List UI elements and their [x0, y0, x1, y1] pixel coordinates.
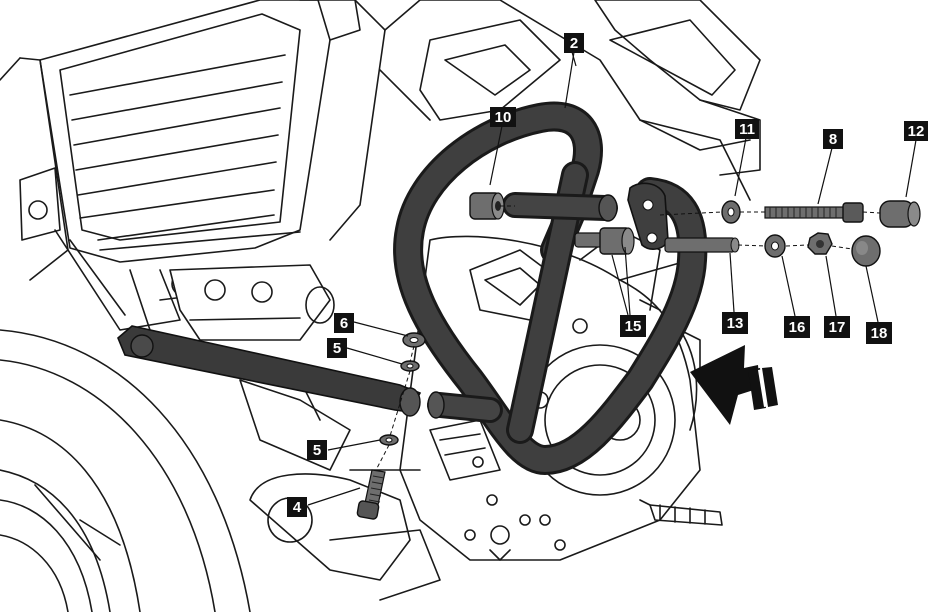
footpeg — [639, 499, 723, 526]
washer-5-upper — [400, 360, 420, 372]
cylinder-parts — [169, 264, 441, 601]
callout-17: 17 — [824, 316, 850, 338]
svg-text:15: 15 — [625, 318, 642, 335]
crash-bar-parts — [117, 101, 921, 520]
callout-11: 11 — [735, 119, 759, 139]
svg-text:5: 5 — [313, 442, 321, 459]
callout-16: 16 — [784, 316, 810, 338]
callout-12: 12 — [904, 121, 928, 141]
callout-labels: 2 10 11 8 12 6 5 5 — [287, 33, 928, 517]
svg-text:13: 13 — [727, 315, 744, 332]
washer-16 — [764, 234, 786, 258]
washer-5-lower — [379, 434, 399, 446]
spacer-15 — [574, 227, 635, 255]
spacer-13 — [664, 237, 740, 253]
callout-5-lower: 5 — [307, 440, 327, 460]
nut-17 — [807, 232, 833, 255]
svg-text:8: 8 — [829, 131, 837, 148]
cap-18 — [851, 235, 881, 267]
callout-13: 13 — [722, 312, 748, 334]
spacer-10 — [469, 192, 505, 220]
svg-text:6: 6 — [340, 315, 348, 332]
svg-text:5: 5 — [333, 340, 341, 357]
svg-text:2: 2 — [570, 35, 578, 52]
leader-lines — [307, 51, 917, 506]
callout-2: 2 — [564, 33, 584, 53]
cap-12 — [879, 200, 921, 228]
radiator-fairing — [0, 0, 421, 281]
svg-text:12: 12 — [908, 123, 925, 140]
motorcycle-lineart — [0, 0, 761, 612]
washer-11 — [721, 200, 741, 224]
callout-18: 18 — [866, 322, 892, 344]
direction-arrow-icon — [690, 345, 778, 425]
svg-text:17: 17 — [829, 319, 846, 336]
callout-10: 10 — [490, 107, 516, 127]
callout-4: 4 — [287, 497, 307, 517]
callout-15: 15 — [620, 315, 646, 337]
svg-text:10: 10 — [495, 109, 512, 126]
svg-text:11: 11 — [739, 121, 755, 138]
callout-5-upper: 5 — [327, 338, 347, 358]
bolt-4 — [356, 469, 386, 520]
callout-8: 8 — [823, 129, 843, 149]
svg-text:16: 16 — [789, 319, 806, 336]
svg-text:4: 4 — [293, 499, 302, 516]
assembly-guides — [375, 205, 881, 471]
bolt-8 — [764, 202, 864, 223]
callout-6: 6 — [334, 313, 354, 333]
svg-text:18: 18 — [871, 325, 888, 342]
front-wheel — [0, 329, 251, 612]
